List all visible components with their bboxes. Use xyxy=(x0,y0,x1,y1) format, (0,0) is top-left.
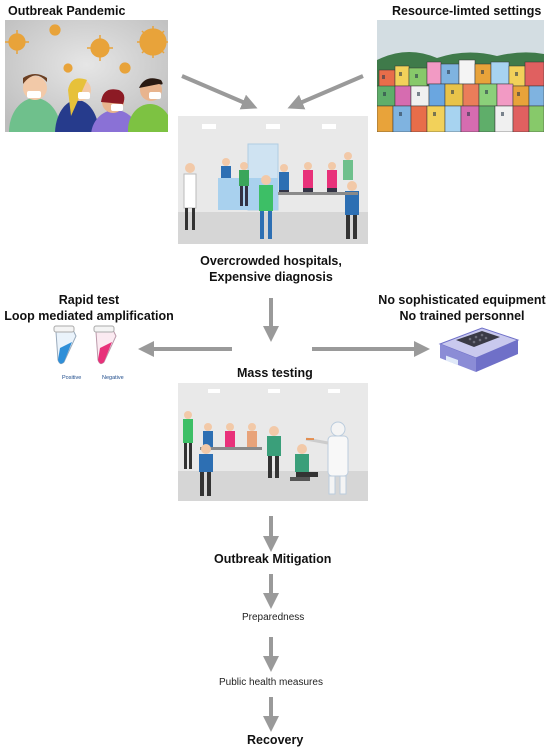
person-icon xyxy=(221,158,231,178)
city-icon xyxy=(377,20,544,132)
pcr-device-illustration xyxy=(436,322,520,376)
person-icon xyxy=(91,89,139,132)
resource-limited-city-illustration xyxy=(377,20,544,132)
person-icon xyxy=(267,426,281,478)
person-icon xyxy=(239,162,249,206)
outbreak-pandemic-illustration xyxy=(5,20,168,132)
preparedness-label: Preparedness xyxy=(242,612,305,623)
equipment-caption: No sophisticated equipment No trained pe… xyxy=(376,292,548,324)
person-icon xyxy=(327,162,337,192)
person-icon xyxy=(303,162,313,192)
outbreak-pandemic-title: Outbreak Pandemic xyxy=(8,4,126,18)
test-tube-icon xyxy=(53,325,77,365)
recovery-title: Recovery xyxy=(247,733,304,747)
person-icon xyxy=(9,74,61,132)
hospital-caption-line1: Overcrowded hospitals, xyxy=(200,254,342,268)
person-icon xyxy=(203,423,213,447)
negative-tube-label: Negative xyxy=(102,375,124,381)
positive-tube-label: Positive xyxy=(62,375,82,381)
hospital-caption-line2: Expensive diagnosis xyxy=(209,270,333,284)
person-icon xyxy=(259,175,273,239)
test-tubes-illustration: Positive Negative xyxy=(50,322,140,388)
hospital-caption: Overcrowded hospitals, Expensive diagnos… xyxy=(185,253,357,285)
person-icon xyxy=(199,444,213,496)
person-icon xyxy=(247,423,257,447)
equipment-line2: No trained personnel xyxy=(399,309,525,323)
person-icon xyxy=(225,423,235,447)
outbreak-mitigation-title: Outbreak Mitigation xyxy=(214,552,332,566)
rapid-test-caption: Rapid test Loop mediated amplification xyxy=(4,292,174,324)
test-tube-icon xyxy=(93,325,117,365)
arrow-resource-to-hospital xyxy=(287,74,364,110)
resource-limited-title: Resource-limted settings xyxy=(392,4,542,18)
person-icon xyxy=(55,78,99,132)
person-icon xyxy=(345,181,359,239)
equipment-line1: No sophisticated equipment xyxy=(378,293,546,307)
rapid-test-line1: Rapid test xyxy=(58,293,120,307)
person-icon xyxy=(183,163,197,230)
mass-testing-illustration xyxy=(178,383,368,501)
rapid-test-line2: Loop mediated amplification xyxy=(4,309,174,323)
person-icon xyxy=(279,164,289,194)
person-icon xyxy=(128,78,168,132)
overcrowded-hospital-illustration xyxy=(178,116,368,244)
swab-worker-icon xyxy=(305,421,349,495)
public-health-label: Public health measures xyxy=(219,677,323,688)
arrow-outbreak-to-hospital xyxy=(181,74,258,110)
mass-testing-title: Mass testing xyxy=(237,366,313,380)
pcr-device-icon xyxy=(438,327,520,372)
person-icon xyxy=(343,152,353,180)
person-icon xyxy=(290,444,318,481)
person-icon xyxy=(183,411,193,469)
